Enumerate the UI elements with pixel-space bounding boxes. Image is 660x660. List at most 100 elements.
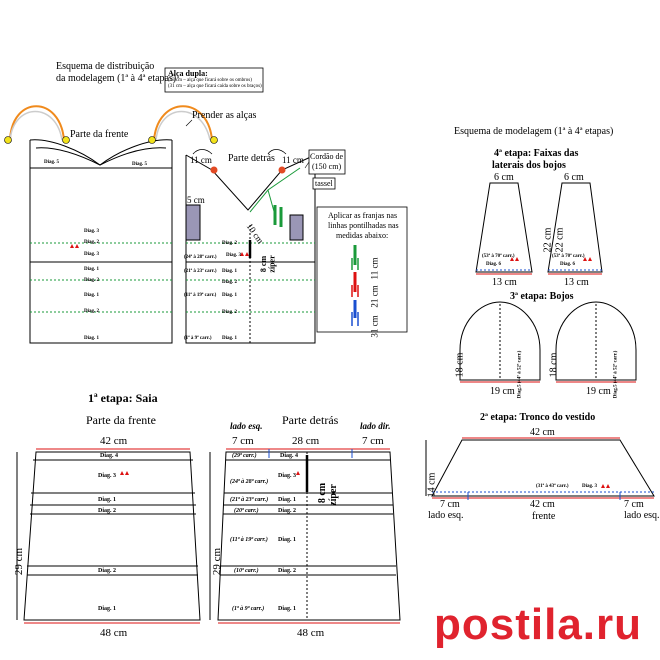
fringe-11: 11 cm bbox=[369, 257, 380, 280]
strap-note-box bbox=[164, 67, 264, 93]
tronco-lado-dir: lado esq. bbox=[624, 510, 660, 521]
skirt-back-height: 29 cm bbox=[211, 547, 224, 576]
skirt-back-28: 28 cm bbox=[292, 435, 320, 447]
back-row-29: (29ª carr.) bbox=[232, 453, 257, 459]
schema-title-1: Esquema de distribuição bbox=[56, 61, 155, 72]
bojo-diag-left: Diag.5 (44ª à 52ª carr.) bbox=[517, 350, 523, 399]
fringe-icon-green bbox=[351, 245, 359, 270]
skirt-back-label: Parte detrás bbox=[282, 413, 339, 427]
back-diag1-c: Diag. 1 bbox=[278, 606, 296, 612]
tronco-frente: frente bbox=[532, 511, 556, 522]
back-row-3: (11ª à 19ª carr.) bbox=[184, 293, 217, 298]
diag1-front-c: Diag. 1 bbox=[84, 336, 99, 341]
diag1-back-b: Diag. 1 bbox=[222, 293, 237, 298]
skirt-back bbox=[209, 448, 401, 624]
bojo-width-right: 19 cm bbox=[586, 386, 611, 397]
prender-label: Prender as alças bbox=[192, 110, 257, 121]
bojo-width-left: 19 cm bbox=[490, 386, 515, 397]
skirt-lado-dir: lado dir. bbox=[360, 421, 391, 431]
back-row-4: (1ª à 9ª carr.) bbox=[184, 336, 212, 341]
arrow-markers bbox=[70, 244, 610, 488]
fringe-31: 31 cm bbox=[369, 315, 380, 338]
front-diag1-a: Diag. 1 bbox=[98, 497, 116, 503]
tronco-42-bottom: 42 cm bbox=[530, 499, 555, 510]
strap-line-2: (31 cm – alça que ficará caída sobre os … bbox=[168, 84, 262, 89]
strip-bottom-left: 13 cm bbox=[492, 277, 517, 288]
bojo-height-right: 18 cm bbox=[548, 352, 560, 378]
strip-top-right: 6 cm bbox=[564, 172, 584, 183]
strip-carr-right: (53ª à 70ª carr.) bbox=[552, 254, 585, 259]
cordao-length: (150 cm) bbox=[312, 162, 342, 171]
tronco-carr: (31ª à 43ª carr.) bbox=[536, 484, 569, 489]
etapa4-line1: 4ª etapa: Faixas das bbox=[494, 148, 579, 159]
back-row-11: (11ª à 19ª carr.) bbox=[230, 537, 268, 543]
diag3-front-b: Diag. 3 bbox=[84, 252, 99, 257]
skirt-front-label: Parte da frente bbox=[86, 413, 156, 427]
back-row-24: (24ª à 28ª carr.) bbox=[230, 479, 269, 485]
back-diag1-a: Diag. 1 bbox=[278, 497, 296, 503]
strip-top-left: 6 cm bbox=[494, 172, 514, 183]
site-logo: postila.ru bbox=[434, 600, 643, 649]
back-diag3: Diag. 3 bbox=[278, 473, 296, 479]
back-row-20: (20ª carr.) bbox=[234, 508, 259, 514]
strip-height-left: 22 cm bbox=[542, 227, 554, 253]
strap-line-1: (13 cm – alça que ficará sobre os ombros… bbox=[168, 78, 252, 83]
front-label: Parte da frente bbox=[70, 129, 129, 140]
skirt-front-bottom: 48 cm bbox=[100, 627, 128, 639]
diag2-front-a: Diag. 2 bbox=[84, 240, 99, 245]
skirt-zip: zíper bbox=[327, 484, 339, 506]
fringe-icon-red bbox=[351, 272, 359, 297]
skirt-front-height: 29 cm bbox=[13, 547, 26, 576]
fringe-icon-blue bbox=[351, 300, 359, 326]
right-title: Esquema de modelagem (1ª à 4ª etapas) bbox=[454, 126, 614, 137]
back-diag4: Diag. 4 bbox=[280, 453, 298, 459]
diag2-back-c: Diag. 2 bbox=[222, 310, 237, 315]
back-diag2-a: Diag. 2 bbox=[278, 508, 296, 514]
tronco bbox=[425, 437, 655, 500]
cm11-left: 11 cm bbox=[190, 155, 212, 165]
back-row-1: (24ª à 28ª carr.) bbox=[184, 255, 217, 260]
tassel-icon bbox=[273, 205, 283, 227]
back-label: Parte detrás bbox=[228, 153, 275, 164]
skirt-front bbox=[16, 448, 201, 624]
skirt-back-7-right: 7 cm bbox=[362, 435, 384, 447]
diag2-front-c: Diag. 2 bbox=[84, 309, 99, 314]
back-row-21: (21ª à 23ª carr.) bbox=[230, 497, 269, 503]
diag2-front-b: Diag. 2 bbox=[84, 278, 99, 283]
skirt-zip-cm: 8 cm bbox=[317, 482, 329, 504]
skirt-front-top: 42 cm bbox=[100, 435, 128, 447]
strap-title: Alça dupla: bbox=[168, 69, 208, 78]
diag2-back-b: Diag. 2 bbox=[222, 280, 237, 285]
front-diag4: Diag. 4 bbox=[100, 453, 118, 459]
skirt-title: 1ª etapa: Saia bbox=[88, 391, 158, 405]
tronco-7-right: 7 cm bbox=[624, 499, 644, 510]
fringe-title-1: Aplicar as franjas nas bbox=[328, 211, 398, 220]
diag1-front-a: Diag. 1 bbox=[84, 267, 99, 272]
tassel-label: tassel bbox=[315, 179, 333, 188]
zip-top: zíper bbox=[267, 255, 277, 273]
front-diag1-b: Diag. 1 bbox=[98, 606, 116, 612]
back-row-10: (10ª carr.) bbox=[234, 568, 259, 574]
etapa3: 3ª etapa: Bojos bbox=[510, 291, 574, 302]
front-diag2-a: Diag. 2 bbox=[98, 508, 116, 514]
bojo-height-left: 18 cm bbox=[454, 352, 466, 378]
diag1-back-a: Diag. 1 bbox=[222, 269, 237, 274]
fringe-box bbox=[316, 206, 408, 333]
cm11-right: 11 cm bbox=[282, 155, 304, 165]
cm5: 5 cm bbox=[187, 195, 205, 205]
front-diag2-b: Diag. 2 bbox=[98, 568, 116, 574]
fringe-21: 21 cm bbox=[369, 285, 380, 308]
strip-height-right: 22 cm bbox=[554, 227, 566, 253]
back-row-2: (21ª à 23ª carr.) bbox=[184, 269, 217, 274]
tronco-diag: Diag. 3 bbox=[582, 484, 597, 489]
skirt-back-7-left: 7 cm bbox=[232, 435, 254, 447]
back-dress-schema bbox=[185, 154, 316, 344]
diag1-back-c: Diag. 1 bbox=[222, 336, 237, 341]
back-row-1: (1ª à 9ª carr.) bbox=[232, 606, 265, 612]
tronco-lado-esq: lado esq. bbox=[428, 510, 464, 521]
strip-bottom-right: 13 cm bbox=[564, 277, 589, 288]
lateral-strips bbox=[475, 182, 603, 275]
fringe-title-2: linhas pontilhadas nas bbox=[328, 221, 399, 230]
strip-diag-right: Diag. 6 bbox=[560, 262, 575, 267]
